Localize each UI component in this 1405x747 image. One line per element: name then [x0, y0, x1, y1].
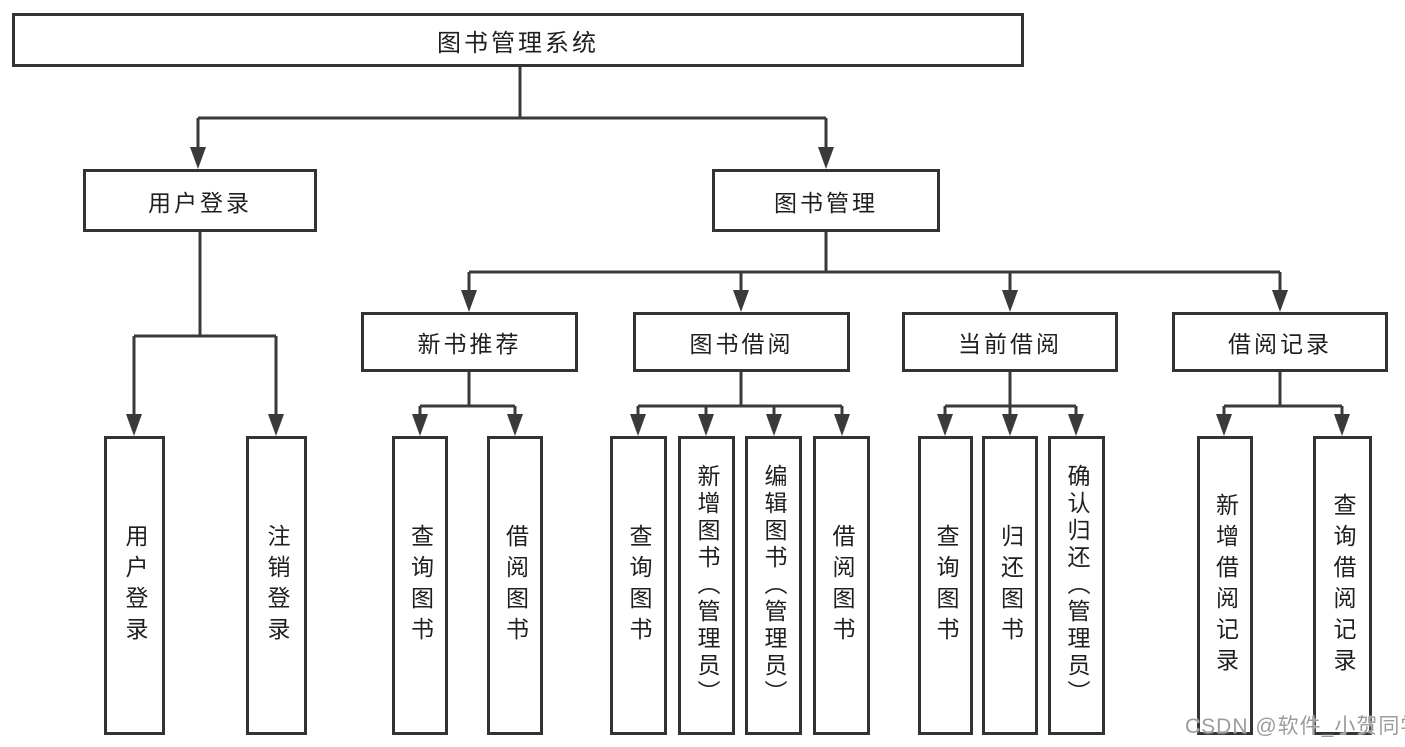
- arrow-down-icon: [1334, 414, 1350, 436]
- arrow-down-icon: [461, 290, 477, 312]
- arrow-down-icon: [1272, 290, 1288, 312]
- arrow-down-icon: [818, 147, 834, 169]
- node-query-books: 查询图书: [610, 436, 667, 735]
- node-label: 新增图书（管理员）: [694, 464, 720, 707]
- node-user-login: 用户登录: [83, 169, 317, 232]
- arrow-down-icon: [698, 414, 714, 436]
- node-query-books: 查询图书: [918, 436, 973, 735]
- node-label: 归还图书: [997, 523, 1024, 648]
- arrow-down-icon: [1002, 414, 1018, 436]
- node-book-management: 图书管理: [712, 169, 940, 232]
- arrow-down-icon: [1002, 290, 1018, 312]
- node-add-book-admin: 新增图书（管理员）: [678, 436, 735, 735]
- arrow-down-icon: [766, 414, 782, 436]
- node-user-login-action: 用户登录: [104, 436, 165, 735]
- node-book-borrowing: 图书借阅: [633, 312, 850, 372]
- node-confirm-return-admin: 确认归还（管理员）: [1048, 436, 1105, 735]
- node-borrowing-records: 借阅记录: [1172, 312, 1388, 372]
- node-new-book-recommendation: 新书推荐: [361, 312, 578, 372]
- node-borrow-books: 借阅图书: [487, 436, 543, 735]
- node-return-books: 归还图书: [982, 436, 1038, 735]
- node-label: 注销登录: [264, 523, 290, 648]
- connector-root: [196, 67, 828, 165]
- node-label: 新增借阅记录: [1212, 492, 1239, 679]
- connector-borrowing-records: [1222, 372, 1344, 432]
- node-label: 借阅图书: [502, 523, 529, 648]
- arrow-down-icon: [412, 414, 428, 436]
- node-logout-action: 注销登录: [246, 436, 307, 735]
- arrow-down-icon: [126, 414, 142, 436]
- node-library-management-system: 图书管理系统: [12, 13, 1024, 67]
- connector-book-borrowing: [636, 372, 844, 432]
- node-label: 查询图书: [407, 523, 434, 648]
- node-label: 编辑图书（管理员）: [761, 464, 787, 707]
- node-query-borrow-record: 查询借阅记录: [1313, 436, 1372, 735]
- connector-current-borrowing: [943, 372, 1078, 432]
- node-label: 借阅图书: [829, 523, 855, 648]
- arrow-down-icon: [630, 414, 646, 436]
- arrow-down-icon: [1216, 414, 1232, 436]
- node-label: 查询图书: [626, 523, 652, 648]
- arrow-down-icon: [268, 414, 284, 436]
- arrow-down-icon: [507, 414, 523, 436]
- node-label: 用户登录: [122, 523, 148, 648]
- node-current-borrowing: 当前借阅: [902, 312, 1118, 372]
- connector-book-management: [467, 232, 1282, 308]
- connector-user-login: [132, 232, 278, 432]
- arrow-down-icon: [834, 414, 850, 436]
- connector-new-book-recommendation: [418, 372, 517, 432]
- arrow-down-icon: [937, 414, 953, 436]
- node-label: 查询借阅记录: [1330, 492, 1356, 679]
- node-query-books: 查询图书: [392, 436, 448, 735]
- watermark: CSDN @软件_小贺同学: [1185, 715, 1405, 738]
- arrow-down-icon: [733, 290, 749, 312]
- node-edit-book-admin: 编辑图书（管理员）: [745, 436, 802, 735]
- arrow-down-icon: [190, 147, 206, 169]
- node-label: 确认归还（管理员）: [1064, 464, 1090, 707]
- node-label: 查询图书: [933, 523, 959, 648]
- node-add-borrow-record: 新增借阅记录: [1197, 436, 1253, 735]
- node-borrow-books: 借阅图书: [813, 436, 870, 735]
- arrow-down-icon: [1068, 414, 1084, 436]
